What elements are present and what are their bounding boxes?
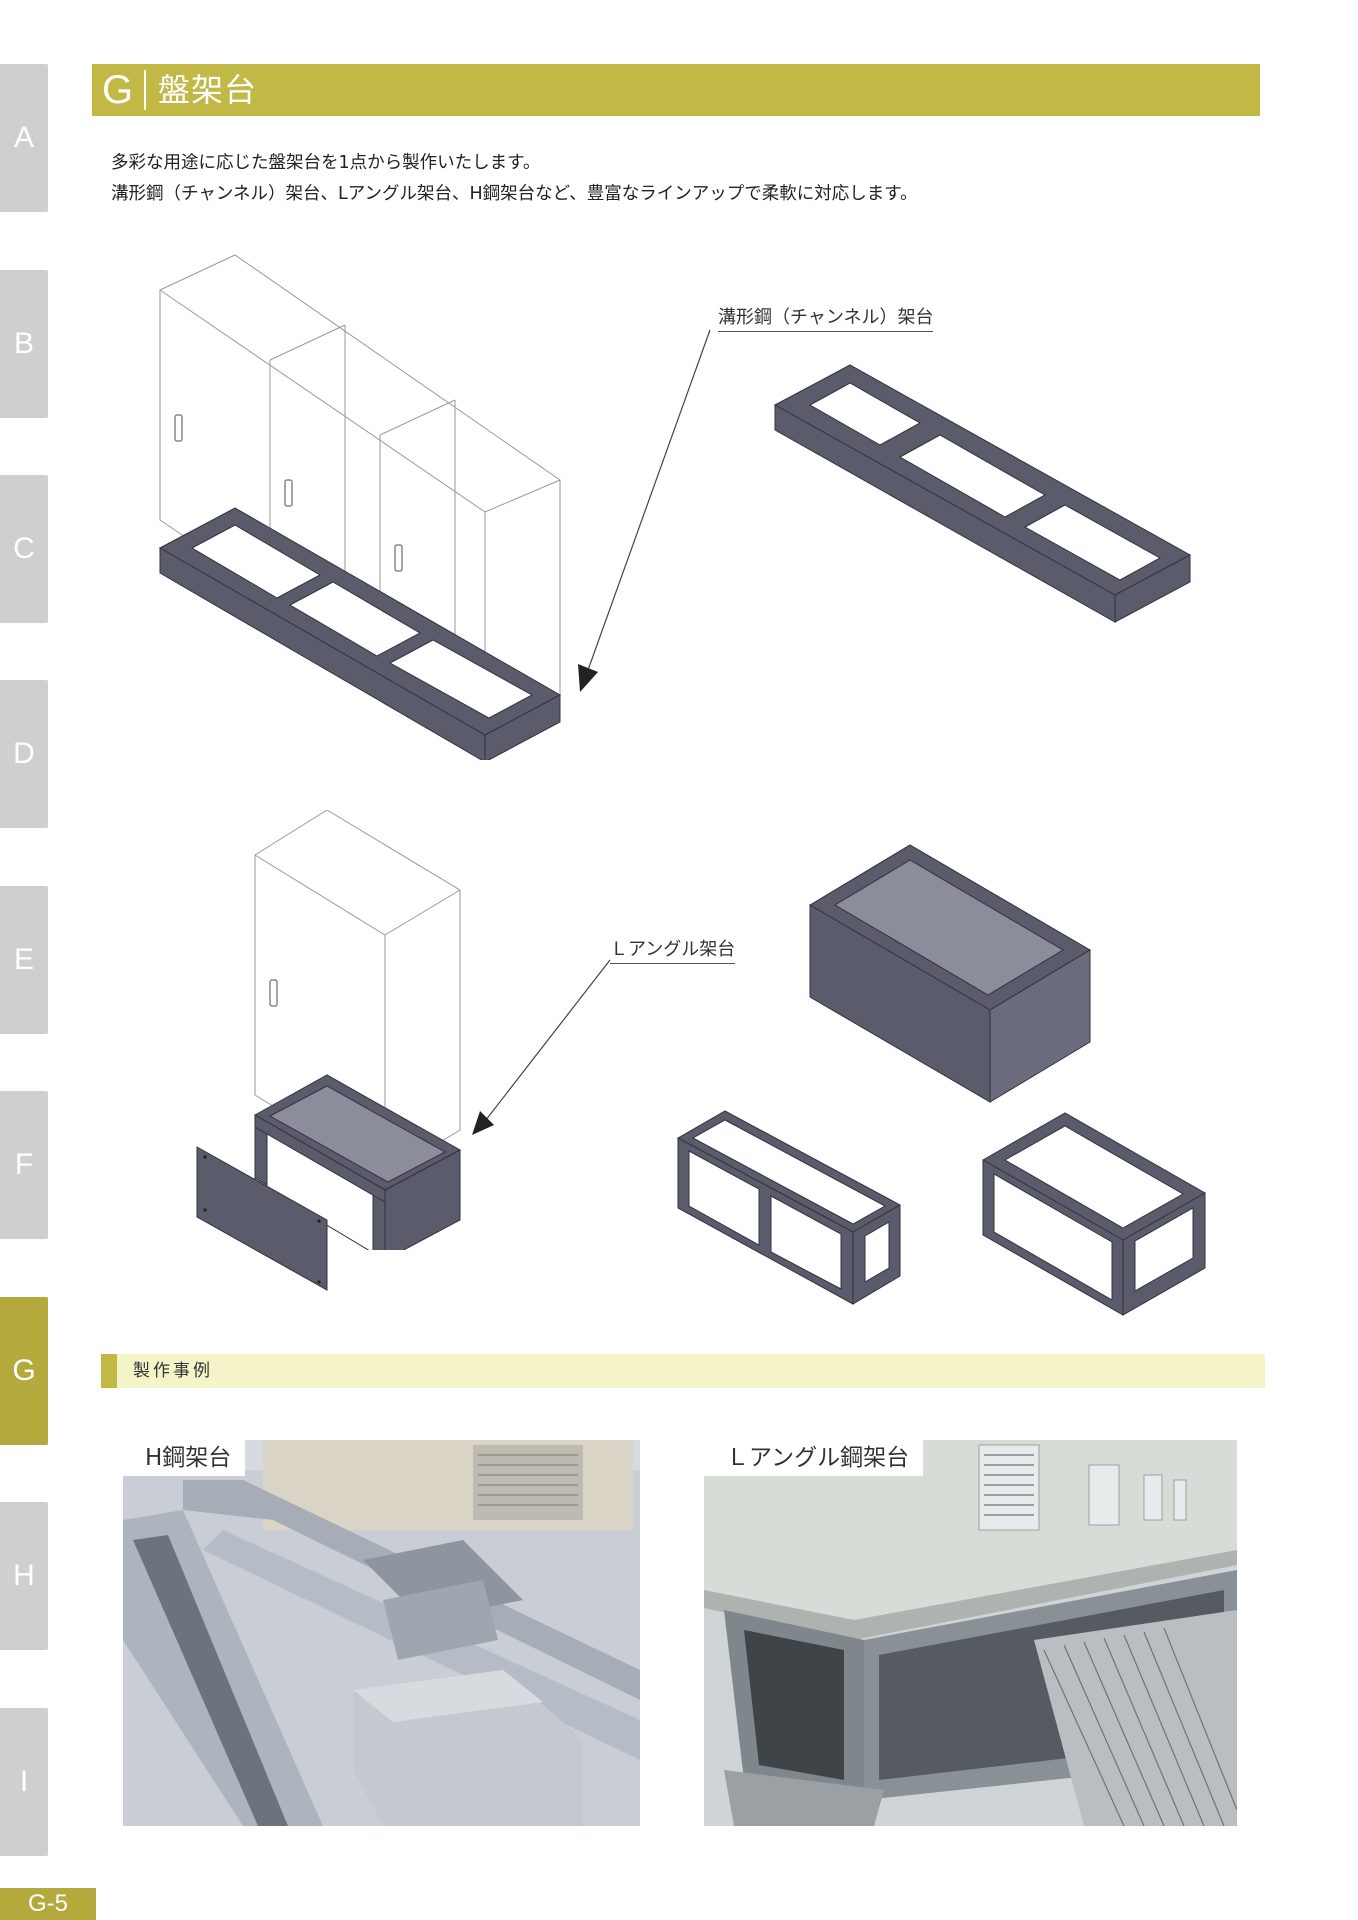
side-tab-d[interactable]: D	[0, 680, 48, 828]
channel-callout-arrow	[578, 329, 711, 692]
side-tab-f[interactable]: F	[0, 1091, 48, 1239]
side-tab-a[interactable]: A	[0, 64, 48, 212]
h-steel-photo-illustration	[123, 1440, 640, 1826]
header-divider	[144, 70, 146, 110]
h-steel-photo-label: H鋼架台	[123, 1440, 246, 1476]
side-tab-b[interactable]: B	[0, 270, 48, 418]
intro-text: 多彩な用途に応じた盤架台を1点から製作いたします。 溝形鋼（チャンネル）架台、L…	[111, 148, 918, 210]
intro-line-2: 溝形鋼（チャンネル）架台、Lアングル架台、H鋼架台など、豊富なラインアップで柔軟…	[111, 184, 918, 204]
side-tab-h[interactable]: H	[0, 1502, 48, 1650]
l-angle-steel-base-photo: Ｌアングル鋼架台	[704, 1440, 1237, 1826]
page-number: G-5	[0, 1888, 96, 1920]
section-accent	[101, 1354, 117, 1388]
intro-line-1: 多彩な用途に応じた盤架台を1点から製作いたします。	[111, 153, 541, 173]
l-angle-photo-illustration	[704, 1440, 1237, 1826]
channel-base-label: 溝形鋼（チャンネル）架台	[718, 303, 934, 332]
channel-base-drawing	[773, 364, 1192, 623]
angle-base-closed-box-drawing	[809, 844, 1091, 1103]
side-tab-g[interactable]: G	[0, 1297, 48, 1445]
angle-base-cover-panel-drawing	[196, 1146, 328, 1291]
channel-base-with-cabinets-drawing	[158, 254, 562, 760]
section-header: G 盤架台	[92, 64, 1260, 116]
l-angle-photo-label: Ｌアングル鋼架台	[704, 1440, 924, 1476]
angle-base-with-cabinet-drawing	[253, 810, 462, 1250]
angle-callout-arrow	[472, 959, 611, 1135]
angle-base-open-frame-short-drawing	[981, 1112, 1207, 1316]
angle-base-open-frame-long-drawing	[676, 1110, 902, 1305]
angle-base-label: Ｌアングル架台	[610, 935, 736, 964]
side-tab-e[interactable]: E	[0, 886, 48, 1034]
h-steel-base-photo: H鋼架台	[123, 1440, 640, 1826]
side-tab-c[interactable]: C	[0, 475, 48, 623]
examples-section-header: 製作事例	[101, 1354, 1265, 1388]
section-label: 製作事例	[133, 1361, 213, 1381]
page-title: 盤架台	[158, 71, 258, 109]
side-tab-i[interactable]: I	[0, 1708, 48, 1856]
header-letter: G	[102, 68, 134, 112]
